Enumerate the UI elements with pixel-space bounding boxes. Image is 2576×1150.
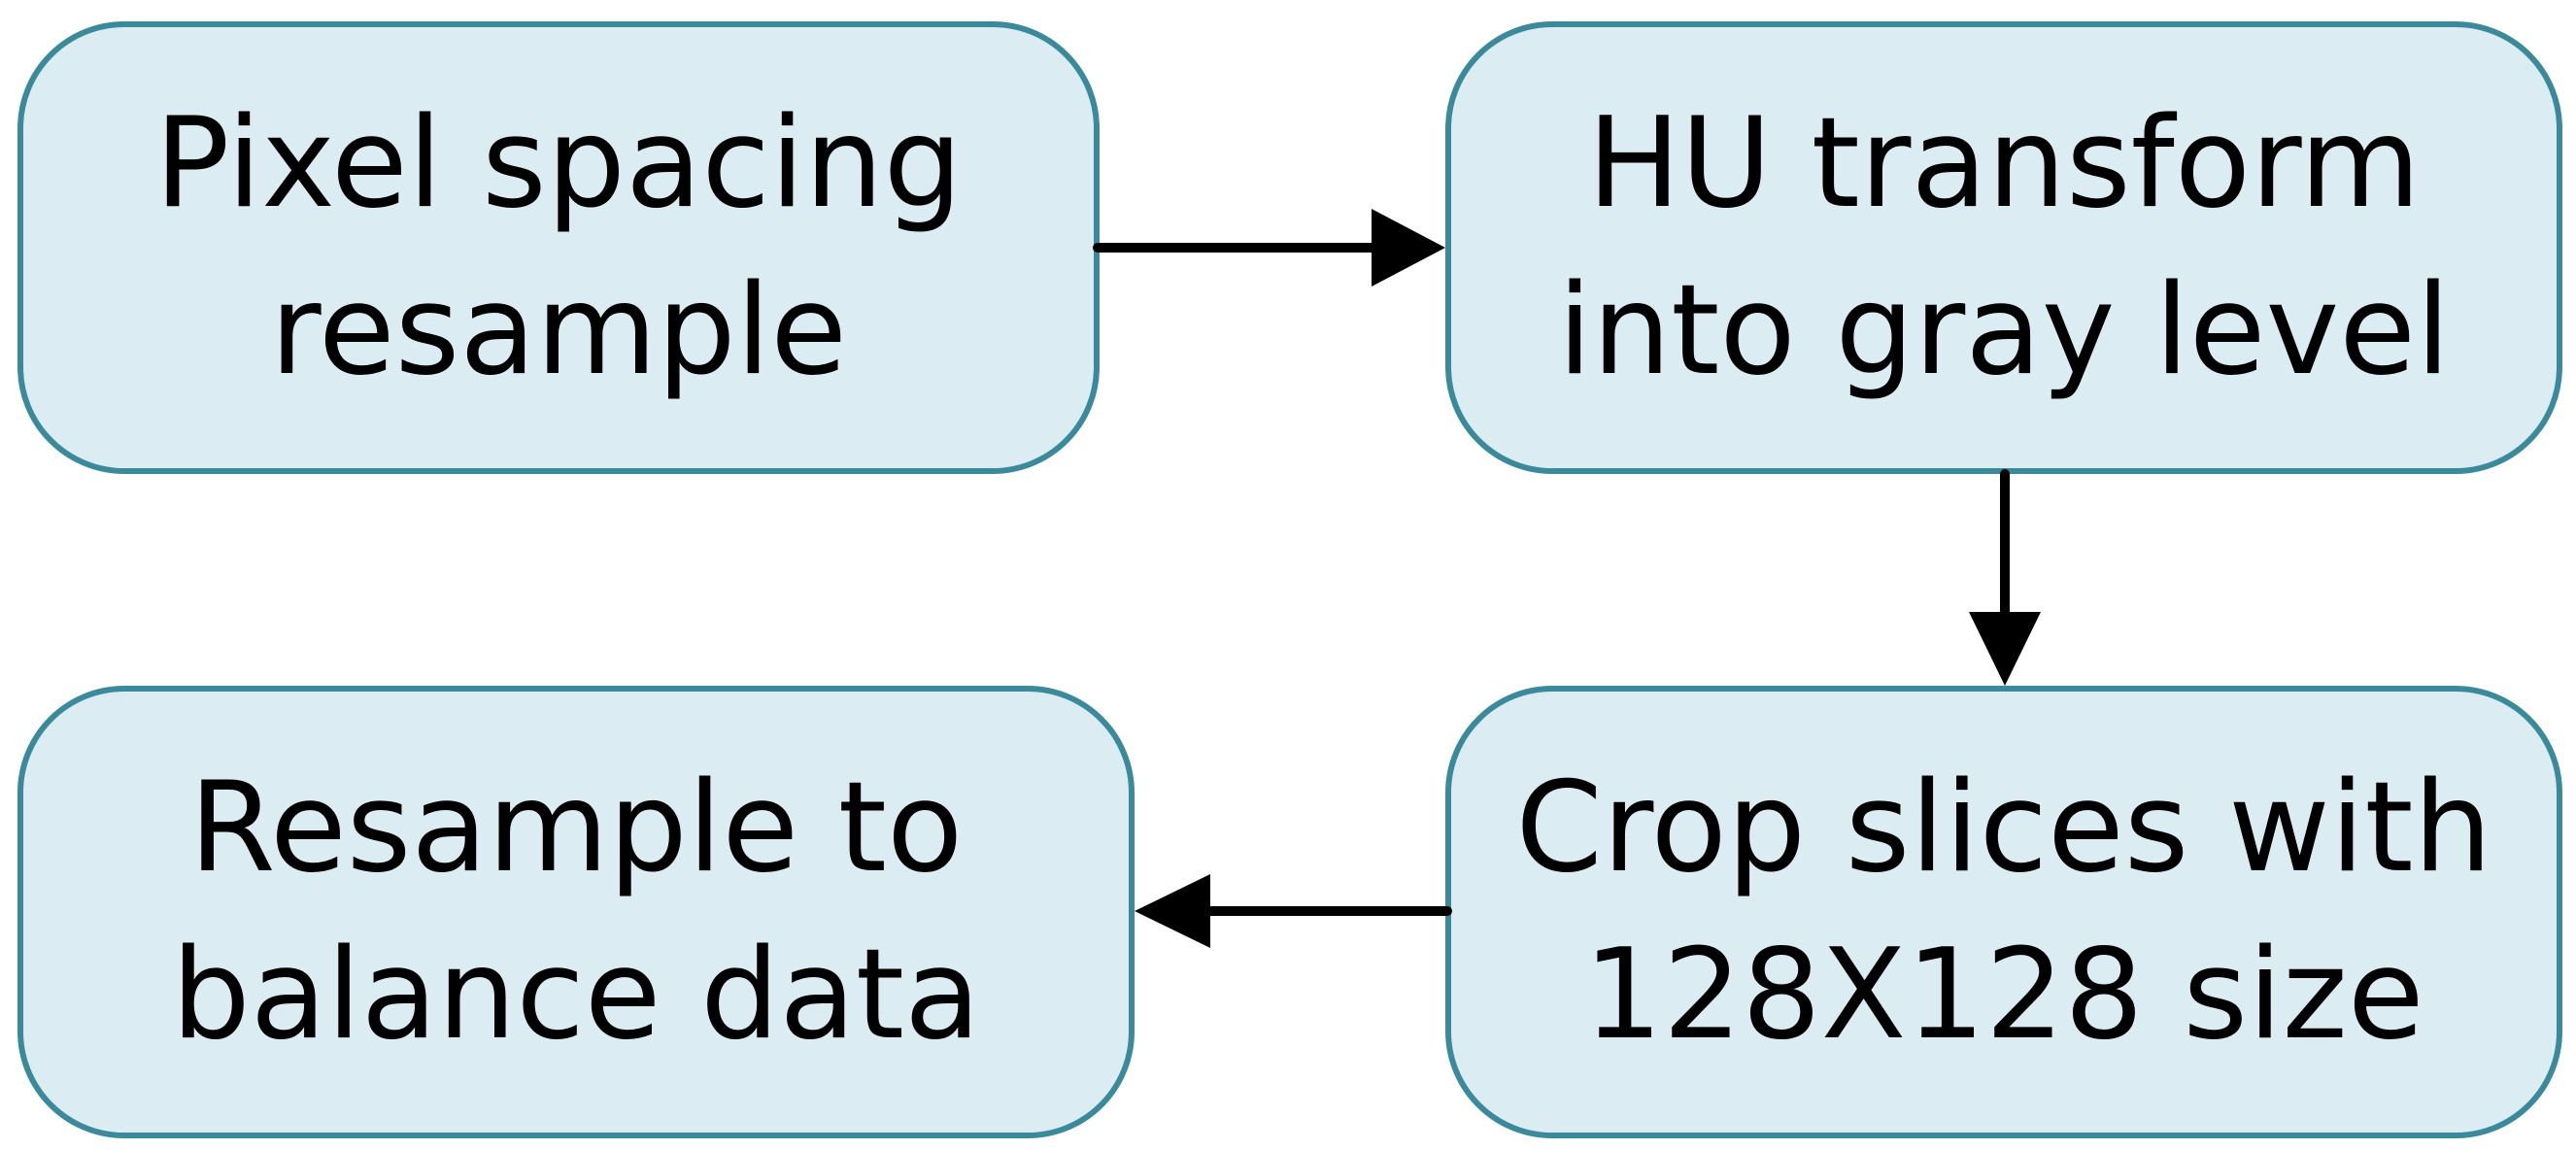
node-resample-balance-data: Resample to balance data xyxy=(17,686,1135,1138)
node-crop-slices-line-1: Crop slices with xyxy=(1515,756,2492,900)
node-crop-slices: Crop slices with 128X128 size xyxy=(1445,686,2562,1138)
node-pixel-spacing-line-1: Pixel spacing xyxy=(154,91,963,236)
node-hu-transform-line-2: into gray level xyxy=(1557,258,2451,403)
arrow-hu-transform-to-crop-slices xyxy=(1969,469,2041,686)
node-pixel-spacing-resample: Pixel spacing resample xyxy=(17,21,1100,474)
node-resample-balance-line-2: balance data xyxy=(171,923,981,1067)
node-pixel-spacing-line-2: resample xyxy=(270,258,847,403)
node-resample-balance-line-1: Resample to xyxy=(188,756,964,900)
node-crop-slices-line-2: 128X128 size xyxy=(1583,923,2424,1067)
node-hu-transform: HU transform into gray level xyxy=(1445,21,2562,474)
node-hu-transform-line-1: HU transform xyxy=(1586,91,2422,236)
arrow-pixel-spacing-to-hu-transform xyxy=(1093,209,1445,287)
arrow-crop-slices-to-resample-balance xyxy=(1135,874,1452,948)
